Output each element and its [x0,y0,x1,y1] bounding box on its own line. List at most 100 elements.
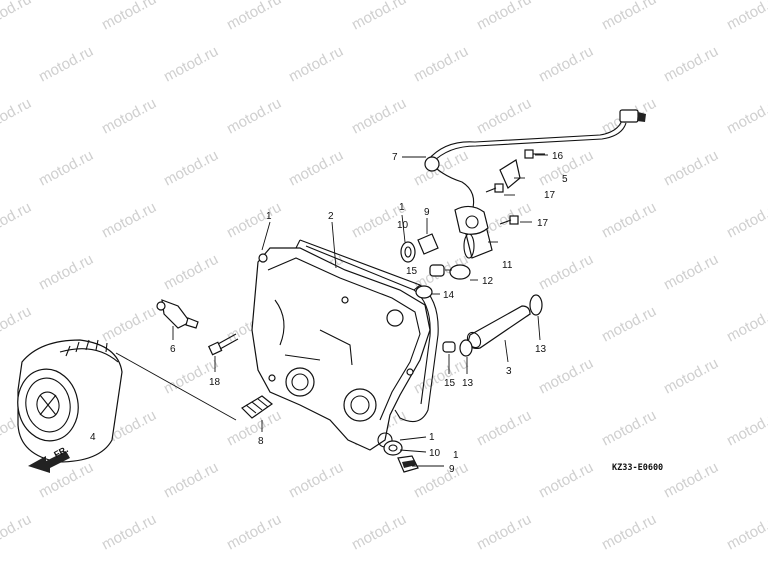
watermark-text: motod.ru [224,0,284,34]
watermark-text: motod.ru [661,459,721,502]
dowel-pin-15-bottom [442,341,456,353]
watermark-text: motod.ru [0,95,34,138]
watermark-text: motod.ru [474,0,534,34]
watermark-text: motod.ru [161,251,221,294]
watermark-text: motod.ru [536,459,596,502]
watermark-text: motod.ru [36,43,96,86]
watermark-text: motod.ru [286,459,346,502]
pulse-generator-harness [424,109,646,235]
plug-9-top [417,233,439,255]
callout-10: 10 [397,220,409,231]
watermark-text: motod.ru [0,303,34,346]
watermark-text: motod.ru [599,407,659,450]
watermark-text: motod.ru [99,303,159,346]
callout-2: 2 [328,211,334,222]
callout-7: 7 [392,152,398,163]
watermark-text: motod.ru [161,43,221,86]
watermark-text: motod.ru [286,43,346,86]
callout-14: 14 [443,290,455,301]
bolt-18 [207,333,239,356]
watermark-text: motod.ru [599,199,659,242]
watermark-text: motod.ru [599,0,659,34]
watermark-text: motod.ru [536,43,596,86]
watermark-text: motod.ru [474,407,534,450]
watermark-text: motod.ru [0,199,34,242]
callout-1: 1 [429,432,435,443]
filter-nipple [241,395,274,419]
watermark-text: motod.ru [286,147,346,190]
bolt-17-lower [499,215,519,225]
callout-18: 18 [209,377,221,388]
watermark-text: motod.ru [36,147,96,190]
callout-labels: 1 2 1 10 9 7 16 5 17 17 11 15 12 14 6 18… [90,151,568,475]
callout-5: 5 [562,174,568,185]
leader-lines [115,154,548,467]
watermark-text: motod.ru [661,147,721,190]
watermark-text: motod.ru [599,511,659,554]
watermark-text: motod.ru [349,0,409,34]
callout-13: 13 [535,344,547,355]
callout-10: 10 [429,448,441,459]
watermark-text: motod.ru [224,199,284,242]
callout-9: 9 [424,207,430,218]
watermark-text: motod.ru [724,407,768,450]
bolt-17-upper [485,183,504,193]
watermark-text: motod.ru [661,43,721,86]
watermark-text: motod.ru [161,147,221,190]
dowel-pin-15-top [429,264,445,277]
watermark-text: motod.ru [724,0,768,34]
watermark-text: motod.ru [224,511,284,554]
watermark-text: motod.ru [474,95,534,138]
callout-13: 13 [462,378,474,389]
watermark-text: motod.ru [411,43,471,86]
callout-11: 11 [502,260,513,271]
callout-1: 1 [453,450,459,461]
watermark-text: motod.ru [36,251,96,294]
watermark-text: motod.ru [536,355,596,398]
watermark-text: motod.ru [724,95,768,138]
washer-10-top [400,241,416,263]
watermark-text: motod.ru [661,251,721,294]
diagram-code: KZ33-E0600 [612,463,663,473]
oil-pipe [466,305,531,349]
o-ring-12 [449,264,471,280]
watermark-text: motod.ru [724,511,768,554]
callout-15: 15 [406,266,418,277]
watermark-text: motod.ru [99,199,159,242]
watermark-text: motod.ru [599,303,659,346]
watermark-text: motod.ru [99,0,159,34]
callout-1: 1 [399,202,405,213]
callout-16: 16 [552,151,564,162]
watermark-text: motod.ru [99,95,159,138]
watermark-text: motod.ru [724,199,768,242]
oil-pressure-switch [156,299,199,329]
o-ring-14 [415,285,433,299]
watermark-text: motod.ru [0,511,34,554]
front-direction-arrow: FR. [28,444,70,473]
callout-8: 8 [258,436,264,447]
watermark-text: motod.ru [724,303,768,346]
o-ring-13-right [529,294,543,316]
callout-12: 12 [482,276,494,287]
watermark-text: motod.ru [661,355,721,398]
bolt-16 [524,149,545,159]
watermark-text: motod.ru [536,251,596,294]
watermark-text: motod.ru [411,147,471,190]
callout-1: 1 [266,211,272,222]
watermark-text: motod.ru [349,95,409,138]
callout-9: 9 [449,464,455,475]
washer-10-bottom [383,440,403,456]
watermark-text: motod.ru [99,511,159,554]
oil-filter [17,339,123,463]
watermark-text: motod.ru [0,0,34,34]
callout-3: 3 [506,366,512,377]
plug-9-bottom [397,455,419,473]
right-crankcase-cover [251,247,431,451]
callout-17: 17 [537,218,549,229]
callout-4: 4 [90,432,96,443]
watermark-text: motod.ru [411,459,471,502]
callout-6: 6 [170,344,176,355]
watermark-text: motod.ru [349,511,409,554]
watermark-text: motod.ru [474,511,534,554]
